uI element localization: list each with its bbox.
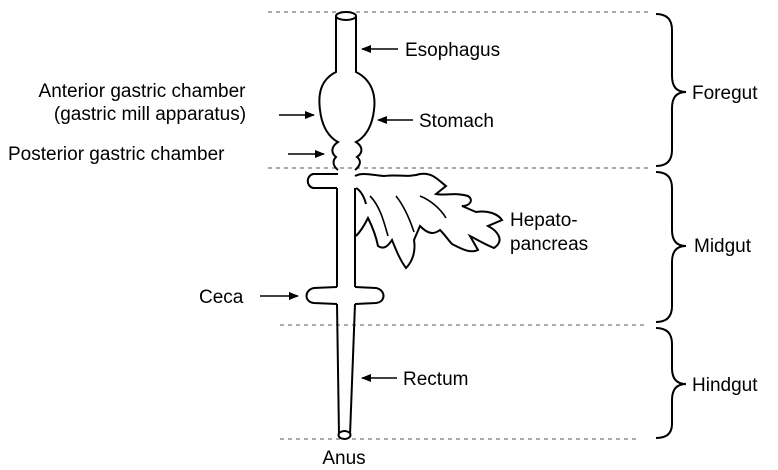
label-esophagus: Esophagus <box>405 40 500 61</box>
label-stomach: Stomach <box>419 111 494 132</box>
label-hepato-line2: pancreas <box>510 234 588 255</box>
rectum-tube-left <box>337 304 339 435</box>
region-foregut: Foregut <box>692 83 758 104</box>
esophagus-opening <box>336 12 356 20</box>
label-anus: Anus <box>322 448 365 469</box>
midgut-brace <box>656 172 686 322</box>
region-hindgut: Hindgut <box>692 375 758 396</box>
label-hepato-line1: Hepato- <box>510 210 578 231</box>
anus-opening <box>339 431 351 439</box>
rectum-tube-right <box>350 304 355 435</box>
label-ceca: Ceca <box>199 287 244 308</box>
label-rectum: Rectum <box>403 369 468 390</box>
hindgut-brace <box>656 328 686 438</box>
label-anterior-line2: (gastric mill apparatus) <box>54 104 246 125</box>
hepatopancreas-lobe-inner <box>370 196 446 236</box>
hepatopancreas <box>355 174 502 268</box>
region-midgut: Midgut <box>694 236 752 257</box>
label-anterior-line1: Anterior gastric chamber <box>39 81 247 102</box>
ceca-structure <box>307 287 384 304</box>
midgut-flange <box>308 174 338 188</box>
foregut-tube <box>319 16 374 170</box>
foregut-brace <box>656 14 686 166</box>
label-posterior: Posterior gastric chamber <box>8 144 225 165</box>
